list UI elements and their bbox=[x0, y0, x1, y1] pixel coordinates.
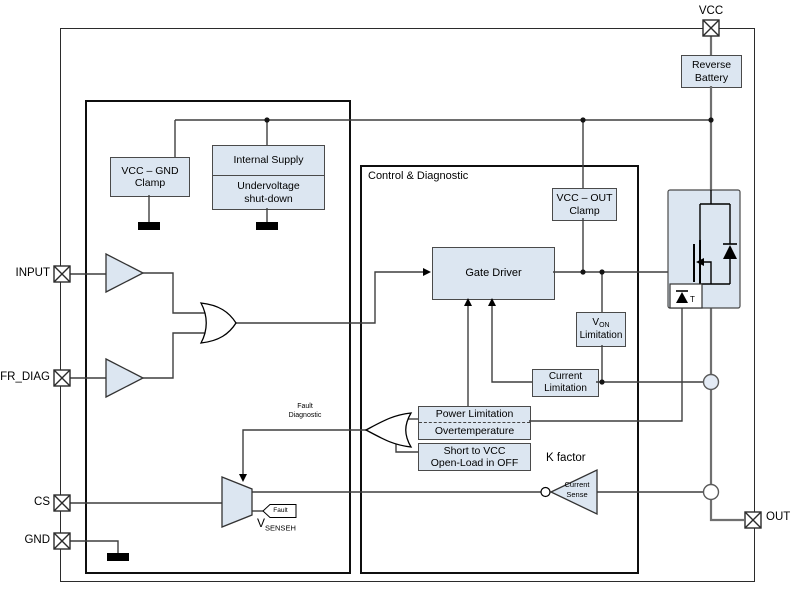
vcc-out-clamp-block: VCC – OUT Clamp bbox=[552, 188, 617, 221]
k-factor-label: K factor bbox=[546, 452, 586, 464]
gnd-pin-label: GND bbox=[24, 534, 50, 546]
gate-driver-block: Gate Driver bbox=[432, 247, 555, 300]
device-boundary-box bbox=[60, 28, 755, 582]
reverse-battery-block: Reverse Battery bbox=[681, 55, 742, 88]
out-pin-label: OUT bbox=[766, 511, 791, 523]
internal-supply-section: Internal Supply bbox=[213, 146, 324, 176]
fr-diag-pin-label: FR_DIAG bbox=[0, 371, 50, 383]
input-pin-label: INPUT bbox=[15, 267, 51, 279]
fault-flag-label: Fault bbox=[273, 506, 288, 514]
vcc-gnd-clamp-block: VCC – GND Clamp bbox=[110, 157, 190, 197]
internal-supply-block: Internal Supply Undervoltage shut-down bbox=[212, 145, 325, 210]
current-limitation-block: Current Limitation bbox=[532, 369, 599, 397]
short-openload-block: Short to VCC Open-Load in OFF bbox=[418, 443, 531, 471]
temp-sensor-label: T bbox=[690, 295, 695, 304]
fault-diagnostic-label: Fault Diagnostic bbox=[288, 403, 322, 419]
vsenseh-label: VSENSEH bbox=[257, 516, 296, 533]
von-limitation-block: VON Limitation bbox=[576, 312, 626, 347]
power-limitation-block: Power Limitation Overtemperature bbox=[418, 406, 531, 440]
control-diagnostic-label: Control & Diagnostic bbox=[368, 170, 469, 182]
overtemperature-section: Overtemperature bbox=[434, 424, 515, 437]
power-limitation-section: Power Limitation bbox=[419, 407, 530, 423]
undervoltage-section: Undervoltage shut-down bbox=[237, 180, 300, 205]
current-sense-amp-label: Current Sense bbox=[564, 480, 590, 499]
vcc-pin-label: VCC bbox=[698, 5, 724, 17]
cs-pin-label: CS bbox=[34, 496, 50, 508]
input-logic-box bbox=[85, 100, 351, 574]
